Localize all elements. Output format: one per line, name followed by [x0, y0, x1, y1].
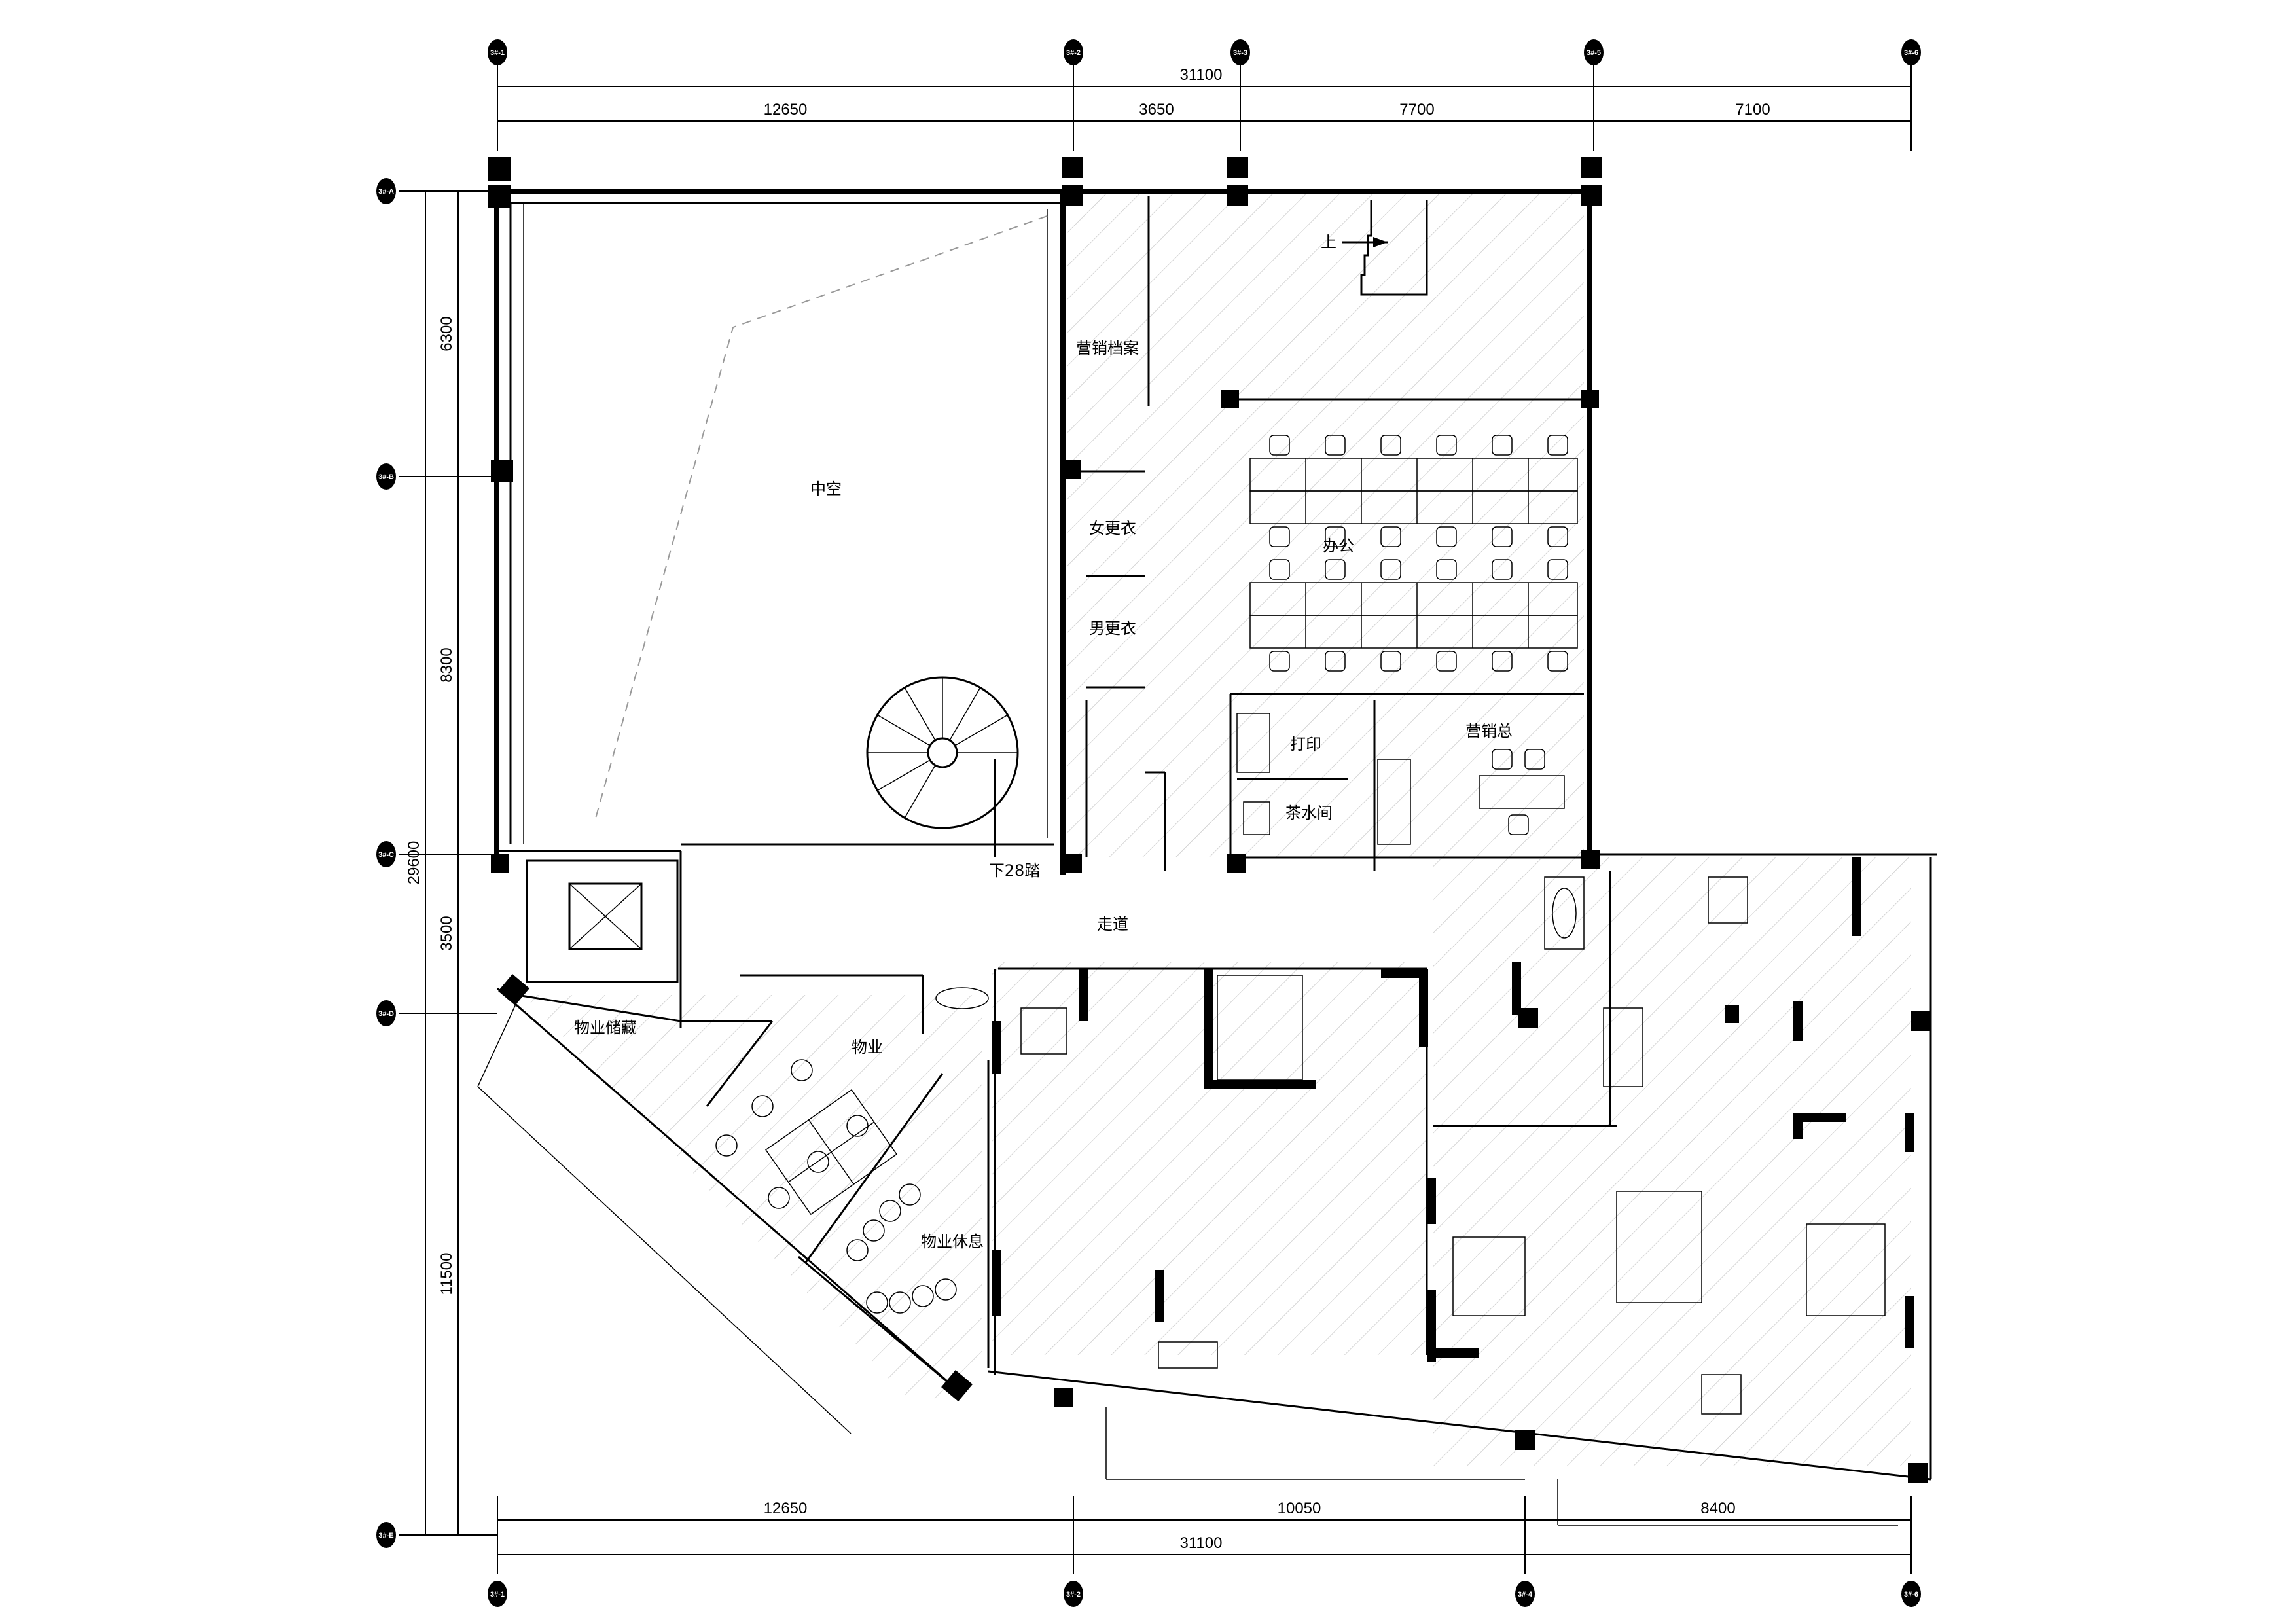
room-label-tea-room: 茶水间 — [1285, 804, 1333, 822]
axis-bottom-2: 3#-2 — [1064, 1581, 1083, 1607]
axis-top-3: 3#-3 — [1230, 39, 1250, 65]
dim-top-seg-2: 3650 — [1139, 101, 1174, 118]
straight-stair — [1342, 200, 1428, 296]
room-label-office: 办公 — [1323, 537, 1354, 555]
svg-text:3#-A: 3#-A — [378, 188, 394, 196]
svg-text:3#-D: 3#-D — [378, 1010, 394, 1018]
columns — [488, 157, 1931, 1483]
void-outline — [595, 215, 1048, 819]
axis-bottom-4: 3#-6 — [1901, 1581, 1921, 1607]
room-label-property-storage: 物业储藏 — [574, 1019, 637, 1037]
axis-left-3: 3#-C — [376, 841, 396, 867]
axis-left-5: 3#-E — [376, 1522, 396, 1548]
property-furniture — [715, 1059, 957, 1314]
dim-left-seg-4: 11500 — [438, 1253, 456, 1295]
room-label-women-locker: 女更衣 — [1089, 519, 1136, 537]
hatched-areas — [524, 193, 1911, 1466]
director-furniture — [1236, 713, 1565, 845]
dimension-lines — [399, 56, 1912, 1574]
svg-text:3#-3: 3#-3 — [1233, 49, 1247, 57]
axis-bottom-1: 3#-1 — [488, 1581, 507, 1607]
axis-bottom-3: 3#-4 — [1515, 1581, 1535, 1607]
svg-text:3#-6: 3#-6 — [1904, 1591, 1918, 1598]
svg-text:3#-4: 3#-4 — [1518, 1591, 1533, 1598]
axis-left-4: 3#-D — [376, 1000, 396, 1026]
axis-top-1: 3#-1 — [488, 39, 507, 65]
dim-top-seg-4: 7100 — [1735, 101, 1770, 118]
room-label-property: 物业 — [852, 1038, 883, 1056]
office-desks — [1249, 435, 1578, 672]
dim-left-total: 29600 — [405, 841, 423, 885]
svg-text:3#-B: 3#-B — [378, 473, 394, 481]
dim-top-seg-3: 7700 — [1399, 101, 1434, 118]
svg-text:3#-C: 3#-C — [378, 851, 394, 859]
elevator — [526, 859, 679, 983]
dim-bottom-seg-2: 10050 — [1278, 1500, 1321, 1517]
svg-text:3#-2: 3#-2 — [1066, 49, 1081, 57]
axis-top-4: 3#-5 — [1584, 39, 1604, 65]
svg-text:3#-2: 3#-2 — [1066, 1591, 1081, 1598]
room-label-marketing-archive: 营销档案 — [1076, 339, 1139, 357]
spiral-stair — [866, 676, 1019, 857]
room-label-void: 中空 — [810, 480, 842, 498]
dim-left-seg-1: 6300 — [438, 316, 456, 351]
dimension-labels: 31100 12650 3650 7700 7100 12650 10050 8… — [405, 66, 1770, 1552]
room-label-stairs-down: 下28踏 — [989, 861, 1041, 880]
svg-text:3#-1: 3#-1 — [490, 49, 505, 57]
room-label-property-rest: 物业休息 — [921, 1233, 984, 1251]
dim-left-seg-2: 8300 — [438, 647, 456, 682]
axis-markers: 3#-1 3#-2 3#-3 3#-5 3#-6 3#-1 3#-2 3#-4 … — [376, 39, 1921, 1607]
room-labels: 中空 营销档案 女更衣 男更衣 办公 打印 茶水间 营销总 走道 上 下28踏 … — [574, 233, 1513, 1251]
svg-text:3#-1: 3#-1 — [490, 1591, 505, 1598]
dim-bottom-total: 31100 — [1180, 1534, 1223, 1552]
svg-text:3#-5: 3#-5 — [1587, 49, 1601, 57]
room-label-marketing-director: 营销总 — [1465, 722, 1513, 740]
room-label-corridor: 走道 — [1097, 915, 1128, 933]
svg-text:3#-6: 3#-6 — [1904, 49, 1918, 57]
room-label-print: 打印 — [1290, 735, 1321, 753]
svg-text:3#-E: 3#-E — [378, 1532, 393, 1540]
dim-top-total: 31100 — [1180, 66, 1223, 84]
axis-top-2: 3#-2 — [1064, 39, 1083, 65]
axis-left-2: 3#-B — [376, 463, 396, 490]
axis-top-5: 3#-6 — [1901, 39, 1921, 65]
axis-left-1: 3#-A — [376, 178, 396, 204]
dim-bottom-seg-3: 8400 — [1700, 1500, 1735, 1517]
dim-left-seg-3: 3500 — [438, 916, 456, 950]
apartment-furniture — [935, 876, 1886, 1415]
room-label-stairs-up: 上 — [1321, 233, 1336, 251]
dim-top-seg-1: 12650 — [764, 101, 808, 118]
apartment-walls — [992, 857, 1914, 1362]
dim-bottom-seg-1: 12650 — [764, 1500, 808, 1517]
room-label-men-locker: 男更衣 — [1089, 619, 1136, 638]
